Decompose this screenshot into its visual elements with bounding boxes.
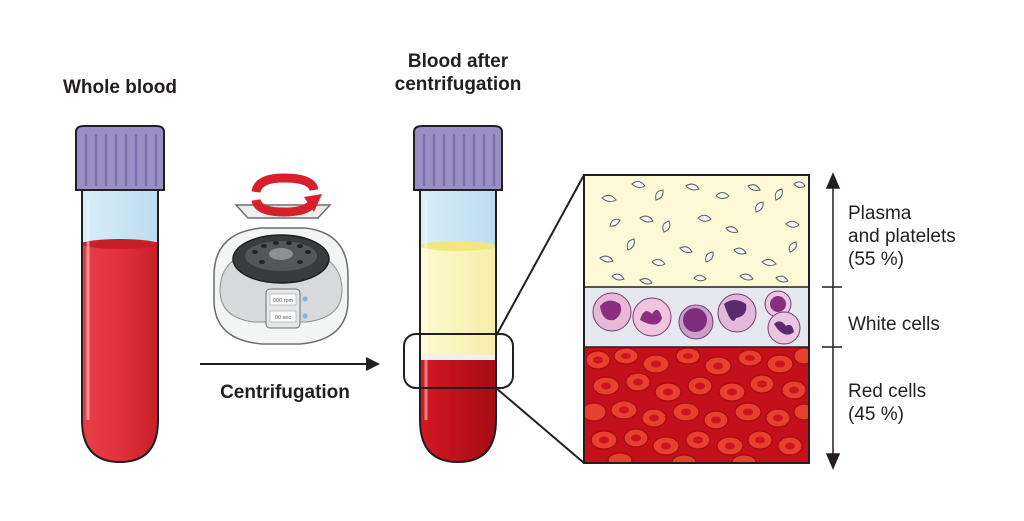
whole-blood-tube — [81, 190, 159, 464]
rotation-arrow-icon — [251, 173, 322, 217]
inset-plasma-layer — [584, 175, 809, 287]
centrifugation-label: Centrifugation — [220, 382, 350, 403]
centrifuge-machine: 000 rpm 00 sec — [213, 204, 349, 345]
layer-scale-bracket — [822, 172, 842, 470]
plasma-label-line1: Plasma — [848, 203, 912, 224]
white-blood-cell — [632, 297, 672, 337]
red-label-line2: (45 %) — [848, 404, 904, 425]
centrifuged-blood-tube — [419, 190, 497, 464]
white-cells-label: White cells — [848, 314, 940, 335]
centrifuge-sec-display: 00 sec — [275, 315, 291, 321]
after-centrifugation-title: Blood after centrifugation — [378, 50, 538, 96]
white-blood-cell — [592, 292, 632, 332]
whole-blood-title: Whole blood — [63, 77, 177, 98]
centrifuge-rpm-display: 000 rpm — [273, 298, 294, 304]
after-title-line1: Blood after — [407, 51, 509, 72]
white-blood-cell — [717, 293, 757, 333]
zoom-highlight-box — [403, 174, 585, 464]
plasma-label-line2: and platelets — [848, 226, 956, 247]
white-blood-cell — [767, 311, 801, 345]
white-blood-cell — [678, 304, 714, 340]
plasma-label-line3: (55 %) — [848, 249, 904, 270]
plasma-layer-label: Plasma and platelets (55 %) — [848, 202, 956, 271]
inset-frame — [583, 174, 810, 464]
red-label-line1: Red cells — [848, 381, 927, 402]
red-cells-layer-label: Red cells (45 %) — [848, 380, 926, 426]
after-title-line2: centrifugation — [394, 74, 522, 95]
white-blood-cell — [764, 290, 792, 318]
whole-blood-tube-cap — [75, 125, 165, 191]
centrifugation-arrow-icon — [200, 357, 380, 371]
inset-red-cell-layer — [584, 347, 809, 463]
centrifuged-tube-cap — [413, 125, 503, 191]
inset-white-cell-layer — [584, 287, 809, 347]
